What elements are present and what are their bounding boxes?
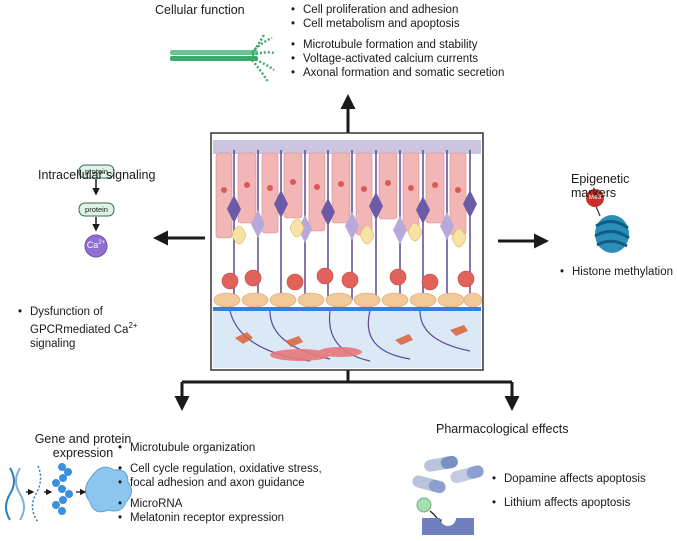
list-item: MicroRNA xyxy=(118,497,368,511)
bipolar-cells xyxy=(231,218,467,248)
rod-cells xyxy=(227,190,477,226)
list-item: Cell proliferation and adhesion xyxy=(291,3,541,17)
pharmacological-effects-list: Dopamine affects apoptosis Lithium affec… xyxy=(492,472,672,510)
ganglion-cells xyxy=(221,267,475,291)
list-item: Voltage-activated calcium currents xyxy=(291,52,541,66)
list-item: Microtubule organization xyxy=(118,441,368,455)
protein-label: protein xyxy=(85,205,108,214)
list-item: Melatonin receptor expression xyxy=(118,511,368,525)
list-item: Microtubule formation and stability xyxy=(291,38,541,52)
mrna-icon xyxy=(31,465,42,523)
gene-protein-expression-title: Gene and protein expression xyxy=(34,432,132,460)
epigenetic-markers-list: Histone methylation xyxy=(560,265,677,279)
list-item: Histone methylation xyxy=(560,265,677,279)
signaling-effect-item: •Dysfunction of GPCRmediated Ca2+ signal… xyxy=(18,306,138,350)
list-item: Lithium affects apoptosis xyxy=(492,496,672,510)
ca-ion-label: Ca2+ xyxy=(86,240,106,250)
epigenetic-markers-title: Epigenetic markers xyxy=(571,172,630,200)
microtubule-icon xyxy=(170,33,275,83)
intracellular-signaling-title: Intracellular signaling xyxy=(38,168,156,182)
pill-icons xyxy=(412,455,484,494)
list-item: Cell cycle regulation, oxidative stress, xyxy=(118,462,368,476)
receptor-binding-icon xyxy=(416,497,474,535)
list-item-continuation: focal adhesion and axon guidance xyxy=(118,476,368,490)
rpe-layer xyxy=(213,292,483,308)
pharmacological-effects-title: Pharmacological effects xyxy=(436,422,569,436)
peptide-chain-icon xyxy=(52,463,73,515)
list-item: Dopamine affects apoptosis xyxy=(492,472,672,486)
protein-label: protein xyxy=(85,167,108,176)
cone-cells xyxy=(215,152,467,239)
gene-protein-expression-list: Microtubule organization Cell cycle regu… xyxy=(118,441,368,525)
dna-icon xyxy=(5,467,25,521)
arrows xyxy=(153,94,549,411)
choroid-layer xyxy=(213,311,481,368)
histone-icon xyxy=(586,189,630,253)
cellular-function-list: Cell proliferation and adhesion Cell met… xyxy=(291,3,541,80)
list-item: Axonal formation and somatic secretion xyxy=(291,66,541,80)
signaling-cascade-icon xyxy=(78,164,115,258)
list-item: Cell metabolism and apoptosis xyxy=(291,17,541,31)
me3-label: Me3 xyxy=(588,194,602,201)
retina-cross-section xyxy=(210,132,484,371)
gene-expression-icons xyxy=(5,463,132,523)
cellular-function-title: Cellular function xyxy=(155,3,245,17)
